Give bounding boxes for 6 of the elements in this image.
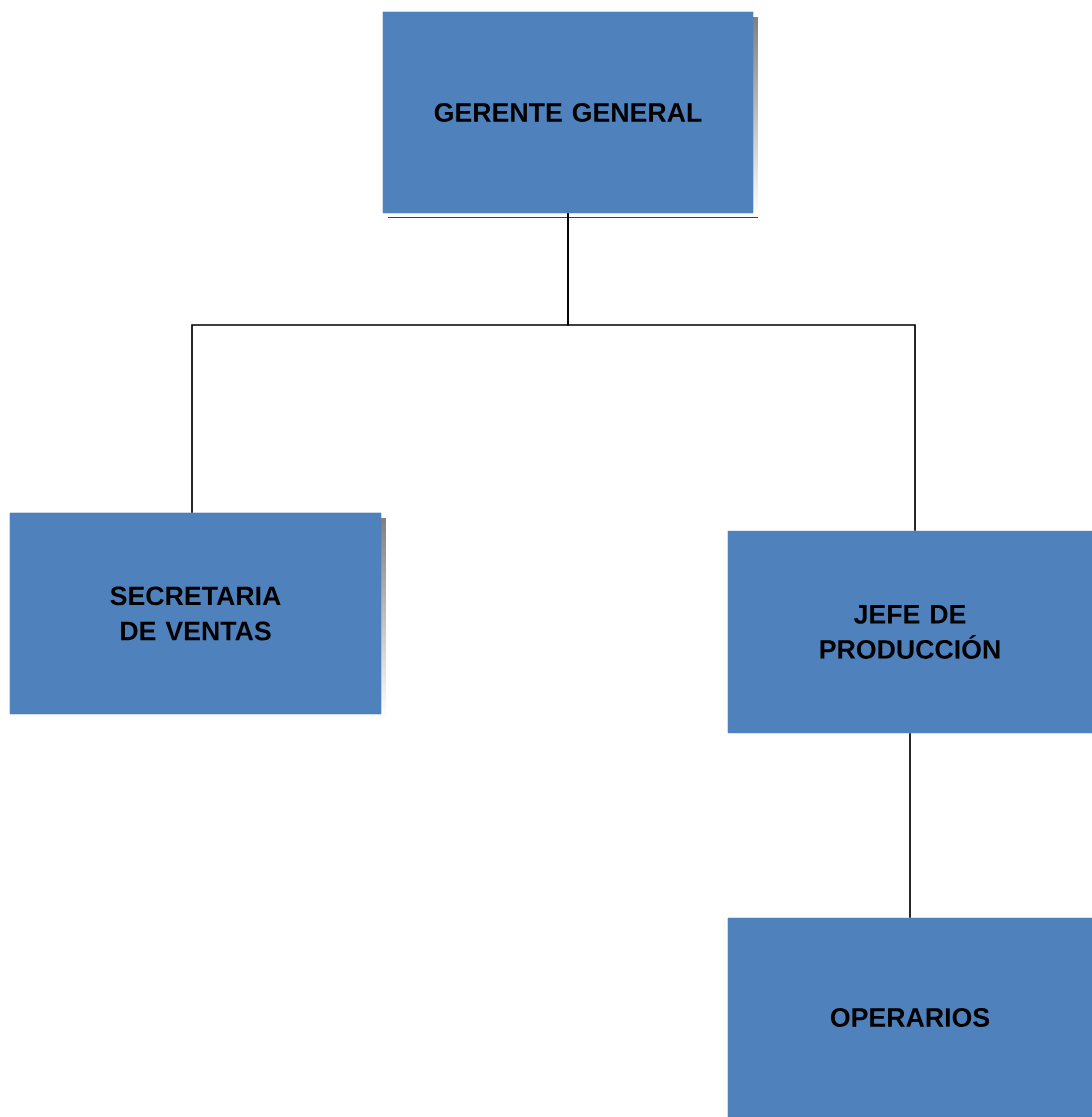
connector-line (567, 212, 916, 532)
org-box: SECRETARIA DE VENTAS (9, 512, 386, 719)
connector-line (909, 732, 911, 919)
org-box: GERENTE GENERAL (382, 11, 758, 218)
org-box: OPERARIOS (727, 917, 1092, 1117)
org-box: JEFE DE PRODUCCIÓN (727, 530, 1092, 738)
